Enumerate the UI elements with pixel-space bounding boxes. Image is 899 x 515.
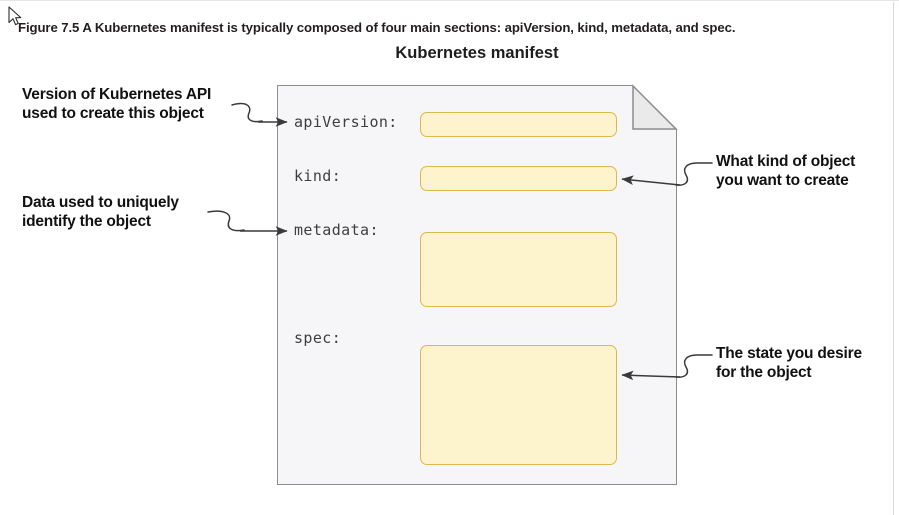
value-box-spec[interactable] — [420, 345, 617, 465]
annotation-kind: What kind of object you want to create — [716, 153, 896, 191]
annotation-metadata: Data used to uniquely identify the objec… — [22, 194, 252, 232]
field-label-kind: kind: — [294, 167, 342, 185]
figure-caption: Figure 7.5 A Kubernetes manifest is typi… — [18, 20, 736, 35]
annotation-kind-line1: What kind of object — [716, 153, 856, 170]
field-label-spec: spec: — [294, 329, 342, 347]
page-right-edge — [893, 2, 894, 515]
field-label-metadata: metadata: — [294, 221, 379, 239]
figure-title: Kubernetes manifest — [395, 44, 559, 62]
annotation-metadata-line2: identify the object — [22, 212, 151, 230]
annotation-apiversion-line1: Version of Kubernetes API — [22, 86, 212, 103]
annotation-kind-line2: you want to create — [716, 171, 849, 189]
value-box-metadata[interactable] — [420, 232, 617, 307]
field-label-apiversion: apiVersion: — [294, 113, 398, 131]
annotation-metadata-line1: Data used to uniquely — [22, 194, 179, 211]
value-box-kind[interactable] — [420, 166, 617, 191]
annotation-spec: The state you desire for the object — [716, 345, 898, 383]
annotation-spec-line1: The state you desire — [716, 345, 862, 362]
page-top-edge — [0, 0, 899, 1]
annotation-apiversion: Version of Kubernetes API used to create… — [22, 86, 262, 124]
mouse-pointer-icon — [8, 6, 22, 26]
annotation-spec-line2: for the object — [716, 363, 812, 381]
annotation-apiversion-line2: used to create this object — [22, 104, 204, 122]
value-box-apiversion[interactable] — [420, 112, 617, 137]
